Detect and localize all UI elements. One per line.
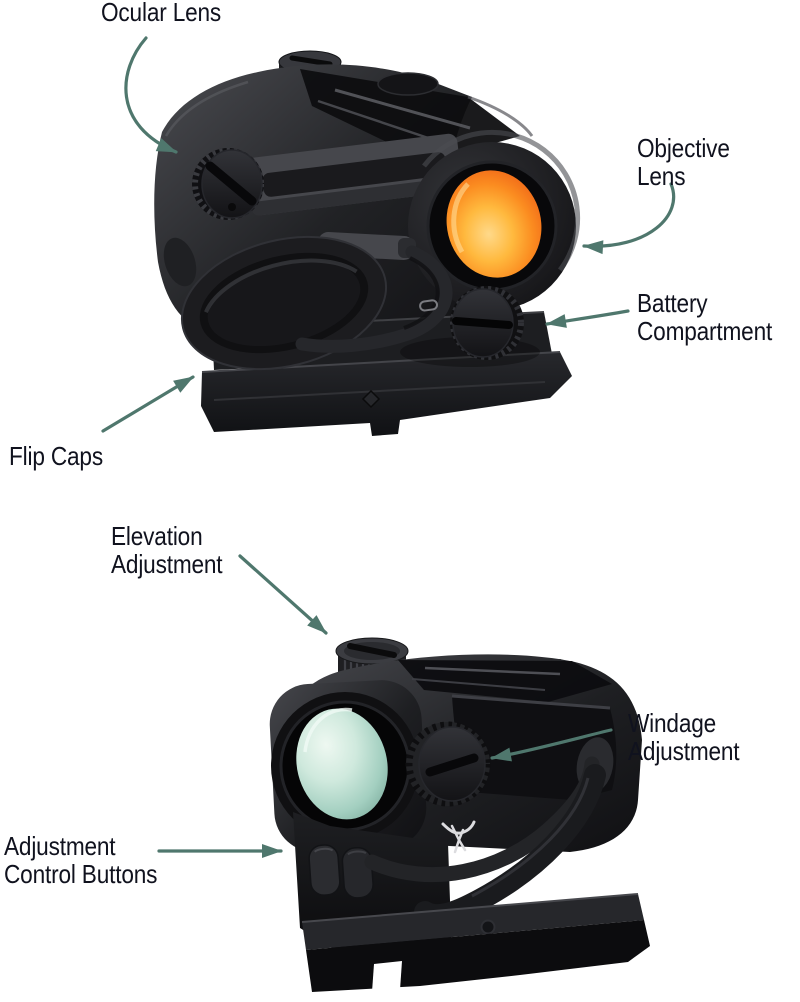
windage-adjustment-arrow: [490, 728, 613, 762]
ocular-lens-arrow: [124, 36, 178, 154]
battery-compartment-knob: [450, 286, 524, 360]
elevation-adjustment-arrow: [238, 554, 328, 635]
adjustment-control-button-down: [341, 846, 374, 899]
rear-rail-base: [301, 893, 650, 992]
front-view-illustration: [154, 50, 581, 436]
adjustment-control-button-up: [308, 844, 341, 896]
adjustment-control-buttons-label: Adjustment Control Buttons: [4, 831, 158, 889]
objective-lens-arrow: [582, 182, 676, 255]
ocular-lens-label: Ocular Lens: [101, 0, 222, 27]
objective-lens-assembly: [408, 129, 581, 310]
objective-lens-glass: [446, 170, 542, 278]
brand-bird-logo: [441, 820, 476, 854]
windage-adjustment-knob: [405, 721, 491, 807]
battery-compartment-arrow: [545, 309, 630, 328]
flip-caps-label: Flip Caps: [9, 441, 103, 471]
rear-view-illustration: [269, 637, 650, 992]
front-side-port: [419, 299, 439, 312]
callout-arrows: [101, 36, 676, 858]
ocular-lens-assembly: [269, 680, 427, 852]
elevation-adjustment-label: Elevation Adjustment: [111, 521, 223, 579]
windage-adjustment-label: Windage Adjustment: [628, 708, 740, 766]
ocular-lens-glass: [296, 708, 388, 820]
battery-compartment-label: Battery Compartment: [637, 288, 773, 346]
flip-caps-assembly: [163, 232, 453, 371]
front-side-channel: [246, 133, 463, 216]
objective-lens-label: Objective Lens: [637, 133, 730, 191]
flip-caps-arrow: [101, 375, 195, 433]
front-side-dial: [192, 148, 264, 220]
rear-top-facet: [398, 660, 612, 702]
